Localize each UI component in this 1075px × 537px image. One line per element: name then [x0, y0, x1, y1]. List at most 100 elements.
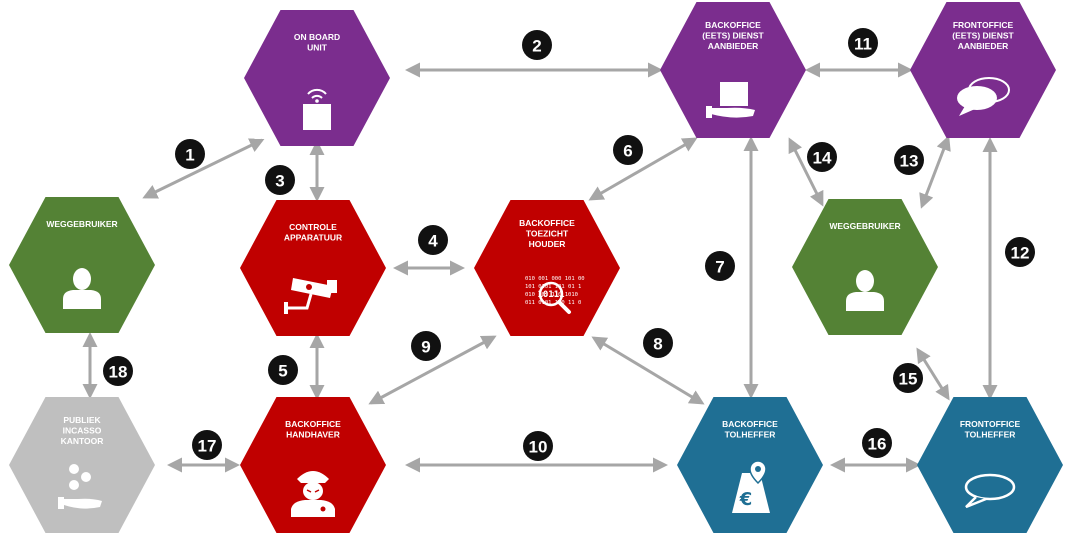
connection-badge-5: 5	[268, 355, 298, 385]
connection-badge-7: 7	[705, 251, 735, 281]
svg-text:010 101 110 1010: 010 101 110 1010	[525, 292, 578, 298]
badge-number: 2	[532, 37, 541, 56]
svg-text:101 0101 101 01 1: 101 0101 101 01 1	[525, 284, 581, 290]
badge-circle	[192, 430, 222, 460]
badge-circle	[848, 28, 878, 58]
connections	[82, 62, 998, 473]
hand-box-icon	[706, 82, 755, 118]
connection-badge-11: 11	[848, 28, 878, 58]
node-label-line: FRONTOFFICE	[960, 419, 1021, 429]
node-label-line: AANBIEDER	[958, 41, 1009, 51]
connection-badge-3: 3	[265, 165, 295, 195]
badge-number: 14	[813, 149, 832, 168]
badge-number: 9	[421, 338, 430, 357]
node-label-line: BACKOFFICE	[519, 218, 575, 228]
connection-badge-13: 13	[894, 145, 924, 175]
hexagon-shape	[677, 397, 823, 533]
badge-circle	[411, 331, 441, 361]
badge-circle	[1005, 237, 1035, 267]
connection-badge-1: 1	[175, 139, 205, 169]
coins-hand-icon	[58, 464, 102, 509]
hexagon-shape	[240, 200, 386, 336]
user-icon	[63, 268, 101, 309]
node-weg2: WEGGEBRUIKER	[792, 199, 938, 335]
map-euro-icon: €	[732, 460, 770, 513]
connection-arrow-1	[142, 138, 265, 199]
hexagon-shape	[9, 397, 155, 533]
connection-badge-2: 2	[522, 30, 552, 60]
connection-badge-18: 18	[103, 356, 133, 386]
node-label-line: WEGGEBRUIKER	[829, 221, 900, 231]
connection-badge-15: 15	[893, 363, 923, 393]
badge-circle	[613, 135, 643, 165]
hexagon-shape	[474, 200, 620, 336]
connection-badge-17: 17	[192, 430, 222, 460]
connection-badge-8: 8	[643, 328, 673, 358]
connection-badge-16: 16	[862, 428, 892, 458]
badge-circle	[807, 142, 837, 172]
connection-arrow-6	[588, 137, 698, 201]
node-weg1: WEGGEBRUIKER	[9, 197, 155, 333]
node-label-line: BACKOFFICE	[285, 419, 341, 429]
connection-arrow-8	[591, 336, 705, 405]
speech-bubble-icon	[964, 473, 1016, 509]
svg-text:€: €	[739, 489, 753, 510]
node-label-line: KANTOOR	[61, 436, 104, 446]
node-label-line: BACKOFFICE	[705, 20, 761, 30]
node-label-line: WEGGEBRUIKER	[46, 219, 117, 229]
node-label-line: APPARATUUR	[284, 233, 342, 243]
badge-number: 5	[278, 362, 287, 381]
police-officer-icon	[291, 471, 335, 517]
node-label-line: TOEZICHT	[526, 229, 569, 239]
node-label-line: INCASSO	[63, 426, 102, 436]
badge-number: 11	[854, 35, 872, 54]
connection-badge-6: 6	[613, 135, 643, 165]
badge-number: 18	[109, 363, 128, 382]
badge-number: 12	[1011, 244, 1030, 263]
badge-number: 4	[428, 232, 438, 251]
node-label-line: TOLHEFFER	[965, 430, 1016, 440]
connection-arrow-14	[788, 137, 824, 207]
badge-circle	[175, 139, 205, 169]
node-label-line: (EETS) DIENST	[952, 31, 1014, 41]
node-label-line: BACKOFFICE	[722, 419, 778, 429]
badge-circle	[265, 165, 295, 195]
badge-number: 17	[198, 437, 217, 456]
badge-number: 15	[899, 370, 918, 389]
badge-circle	[268, 355, 298, 385]
svg-text:010 001 000 101 00: 010 001 000 101 00	[525, 276, 585, 282]
node-label-line: HANDHAVER	[286, 430, 340, 440]
badge-number: 13	[900, 152, 919, 171]
connection-badge-4: 4	[418, 225, 448, 255]
connection-badge-9: 9	[411, 331, 441, 361]
node-label-line: PUBLIEK	[63, 415, 101, 425]
badge-number: 16	[868, 435, 887, 454]
svg-text:10111: 10111	[537, 290, 564, 300]
hexagon-shape	[240, 397, 386, 533]
user-icon	[846, 270, 884, 311]
connection-badge-14: 14	[807, 142, 837, 172]
node-label-line: (EETS) DIENST	[702, 31, 764, 41]
connection-arrow-15	[916, 347, 950, 401]
connection-arrow-13	[919, 135, 951, 209]
badge-circle	[862, 428, 892, 458]
node-label-line: TOLHEFFER	[725, 430, 776, 440]
badge-number: 1	[185, 146, 194, 165]
badge-number: 10	[529, 438, 548, 457]
badge-number: 3	[275, 172, 284, 191]
svg-text:011 0101 100 11 0: 011 0101 100 11 0	[525, 300, 581, 306]
badge-circle	[894, 145, 924, 175]
connection-badge-10: 10	[523, 431, 553, 461]
badge-circle	[522, 30, 552, 60]
node-label-line: UNIT	[307, 43, 328, 53]
hexagon-shape	[660, 2, 806, 138]
connection-arrow-9	[368, 335, 497, 405]
